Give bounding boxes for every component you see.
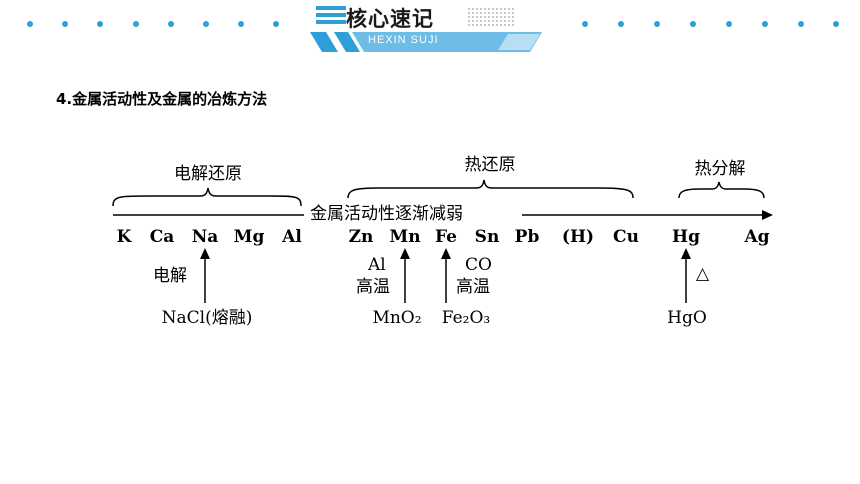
decor-dot <box>690 21 696 27</box>
decor-dot <box>762 21 768 27</box>
element-zn: Zn <box>348 227 374 247</box>
list-icon <box>316 6 346 24</box>
label-electrolysis: 电解还原 <box>174 164 242 184</box>
decor-dot <box>27 21 33 27</box>
element-ag: Ag <box>744 227 770 247</box>
mn-condition: 高温 <box>356 277 390 297</box>
decor-dot <box>654 21 660 27</box>
decor-dot <box>833 21 839 27</box>
fe-source: Fe₂O₃ <box>441 308 491 328</box>
na-condition: 电解 <box>153 266 187 286</box>
mn-source: MnO₂ <box>372 308 422 328</box>
banner-title: 核心速记 <box>346 7 434 31</box>
activity-arrow-label: 金属活动性逐渐减弱 <box>310 204 463 224</box>
decor-dot <box>168 21 174 27</box>
section-heading: 4.金属活动性及金属的冶炼方法 <box>56 90 268 108</box>
element-na: Na <box>191 227 219 247</box>
brace-electrolysis <box>112 187 302 207</box>
element-mg: Mg <box>233 227 265 247</box>
decor-dot <box>238 21 244 27</box>
element-fe: Fe <box>435 227 457 247</box>
arrow-head <box>762 210 773 220</box>
element-ca: Ca <box>149 227 175 247</box>
grid-decoration <box>466 6 516 26</box>
element-cu: Cu <box>613 227 639 247</box>
decor-dot <box>618 21 624 27</box>
element-pb: Pb <box>514 227 540 247</box>
banner-subtitle: HEXIN SUJI <box>368 34 439 46</box>
decor-dot <box>582 21 588 27</box>
mn-reagent: Al <box>368 255 386 275</box>
decor-dot <box>798 21 804 27</box>
decor-dot <box>62 21 68 27</box>
label-thermal-decomposition: 热分解 <box>694 159 746 179</box>
decor-dot <box>133 21 139 27</box>
decor-dot <box>726 21 732 27</box>
element-sn: Sn <box>474 227 500 247</box>
element-al: Al <box>282 227 302 247</box>
banner-graphic <box>310 6 542 52</box>
element-h: (H) <box>561 227 595 247</box>
element-k: K <box>116 227 132 247</box>
label-thermal-reduction: 热还原 <box>464 155 516 175</box>
heat-triangle-icon: △ <box>696 264 710 284</box>
fe-reagent: CO <box>465 255 492 275</box>
decor-dot <box>203 21 209 27</box>
element-hg: Hg <box>672 227 700 247</box>
decor-dot <box>97 21 103 27</box>
na-source: NaCl(熔融) <box>161 308 253 328</box>
decor-dot <box>273 21 279 27</box>
brace-thermal-decomposition <box>678 181 765 199</box>
hg-source: HgO <box>667 308 707 328</box>
fe-condition: 高温 <box>456 277 490 297</box>
element-mn: Mn <box>389 227 421 247</box>
brace-thermal-reduction <box>347 179 634 199</box>
